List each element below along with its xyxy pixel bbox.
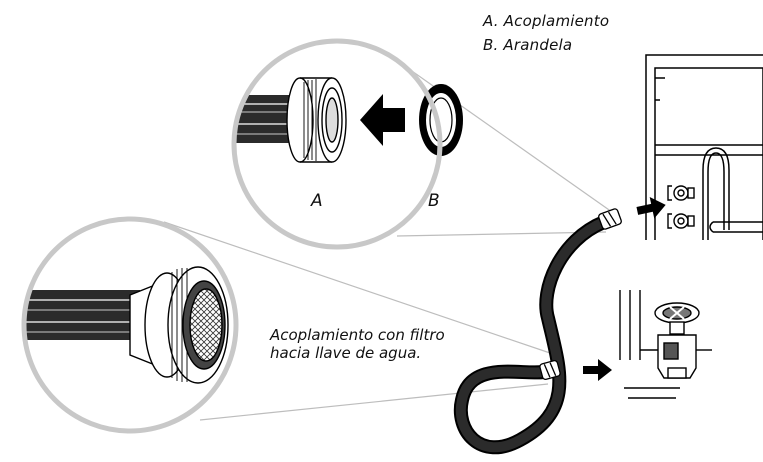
leader-lines	[163, 56, 613, 421]
filter-coupling	[129, 266, 229, 384]
drain-hose-hook	[702, 147, 763, 240]
label-b: B	[428, 191, 440, 211]
legend-item-a: A. Acoplamiento	[483, 12, 610, 30]
right-arrow-icon	[583, 197, 666, 381]
hose-couplings	[539, 208, 622, 381]
water-inlet-hose	[453, 215, 611, 455]
washer-back-panel	[645, 54, 763, 240]
label-a: A	[310, 191, 323, 211]
left-arrow-icon	[360, 94, 405, 146]
legend-item-b: B. Arandela	[483, 36, 573, 54]
coupling-a	[286, 77, 347, 163]
top-magnifier: A B	[231, 38, 463, 250]
filter-callout-text: Acoplamiento con filtro hacia llave de a…	[270, 326, 445, 362]
inlet-valves	[667, 185, 695, 229]
bottom-magnifier	[21, 216, 239, 434]
water-faucet	[619, 290, 712, 399]
